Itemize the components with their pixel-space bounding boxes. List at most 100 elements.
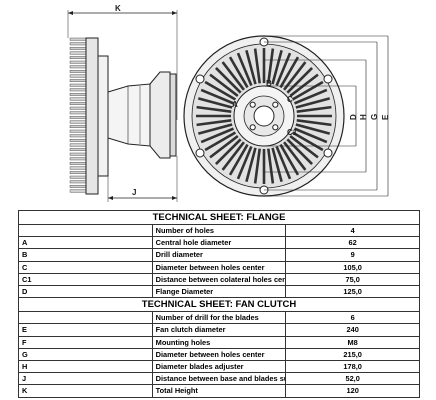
cooling-fin: [69, 106, 87, 110]
radial-fin: [291, 131, 324, 152]
cooling-fin: [69, 134, 87, 138]
technical-drawing: K J A B C C1 D H G E: [67, 4, 390, 202]
radial-fin: [267, 48, 275, 84]
row-code: F: [18, 335, 153, 349]
cooling-fin: [69, 138, 87, 142]
radial-fin: [200, 88, 235, 105]
row-code: J: [18, 372, 153, 386]
radial-fin: [275, 145, 292, 180]
cooling-fin: [69, 74, 87, 78]
radial-fin: [271, 49, 283, 85]
cooling-fin: [69, 171, 87, 174]
diameter-dimensions: [264, 35, 389, 197]
dim-label-k: K: [115, 4, 121, 13]
dim-label-c: C: [287, 95, 293, 104]
row-value: 125,0: [285, 285, 420, 299]
radial-fin: [197, 123, 233, 135]
row-description: Mounting holes: [151, 335, 287, 349]
row-code: E: [18, 323, 153, 337]
radial-fin: [228, 56, 249, 89]
cooling-fin: [69, 115, 87, 119]
cooling-fin: [69, 56, 87, 60]
row-code: H: [18, 360, 153, 374]
row-value: 178,0: [285, 360, 420, 374]
row-value: 9: [285, 248, 420, 262]
row-code: [18, 311, 153, 325]
radial-fin: [293, 88, 328, 105]
radial-fin: [221, 61, 245, 91]
radial-fin: [209, 73, 239, 97]
row-code: [18, 223, 153, 238]
row-description: Flange Diameter: [151, 285, 287, 299]
fan-clutch-title-row: TECHNICAL SHEET: FAN CLUTCH: [18, 297, 420, 313]
radial-fin: [197, 97, 233, 109]
row-value: M8: [285, 335, 420, 349]
radial-fin: [296, 105, 332, 113]
row-description: Distance between colateral holes center: [151, 272, 287, 287]
row-description: Drill diameter: [151, 248, 287, 262]
radial-fin: [245, 147, 257, 183]
radial-fin: [228, 143, 249, 176]
flange-title-row: TECHNICAL SHEET: FLANGE: [18, 210, 420, 225]
row-code: C: [18, 260, 153, 274]
cooling-fin: [69, 157, 87, 161]
flange-bolt-hole: [249, 124, 256, 131]
row-description: Fan clutch diameter: [151, 323, 287, 337]
fan-clutch-section: TECHNICAL SHEET: FAN CLUTCH Number of dr…: [18, 297, 420, 398]
row-value: 105,0: [285, 260, 420, 274]
cooling-fin: [69, 97, 87, 101]
radial-fin: [253, 48, 261, 84]
cooling-fin: [69, 111, 87, 115]
radial-fin: [200, 127, 235, 144]
row-description: Central hole diameter: [151, 236, 287, 250]
row-description: Diameter blades adjuster: [151, 360, 287, 374]
row-description: Diameter between holes center: [151, 347, 287, 362]
radial-fin: [279, 56, 300, 89]
row-code: C1: [18, 272, 153, 287]
row-value: 240: [285, 323, 420, 337]
row-description: Distance between base and blades support: [151, 372, 287, 386]
radial-fin: [209, 135, 239, 159]
cooling-fin: [69, 161, 87, 165]
cooling-fin: [69, 102, 87, 106]
cooling-fin: [69, 175, 87, 179]
dim-label-h: H: [359, 114, 368, 120]
cooling-fin: [69, 152, 87, 156]
row-value: 62: [285, 236, 420, 250]
cooling-fin: [69, 47, 87, 50]
dim-label-e: E: [381, 114, 390, 120]
row-description: Number of holes: [151, 223, 287, 238]
radial-fin: [271, 147, 283, 183]
flange-title: TECHNICAL SHEET: FLANGE: [18, 210, 420, 225]
radial-fin: [286, 66, 314, 94]
cooling-fin: [69, 65, 87, 69]
row-value: 215,0: [285, 347, 420, 362]
radial-fin: [221, 141, 245, 171]
cooling-fin: [69, 143, 87, 147]
radial-fin: [291, 80, 324, 101]
cooling-fin: [69, 125, 87, 129]
radial-fin: [214, 138, 242, 166]
radial-fin: [286, 138, 314, 166]
row-value: 52,0: [285, 372, 420, 386]
radial-fin: [196, 105, 232, 113]
cooling-fin: [69, 69, 87, 73]
front-view: [183, 35, 345, 197]
dim-label-j: J: [132, 188, 136, 197]
row-code: B: [18, 248, 153, 262]
radial-fin: [253, 148, 261, 184]
radial-fin: [289, 73, 319, 97]
row-value: 4: [285, 223, 420, 238]
radial-fin: [283, 141, 307, 171]
dim-label-g: G: [370, 114, 379, 120]
cooling-fin: [69, 79, 87, 83]
